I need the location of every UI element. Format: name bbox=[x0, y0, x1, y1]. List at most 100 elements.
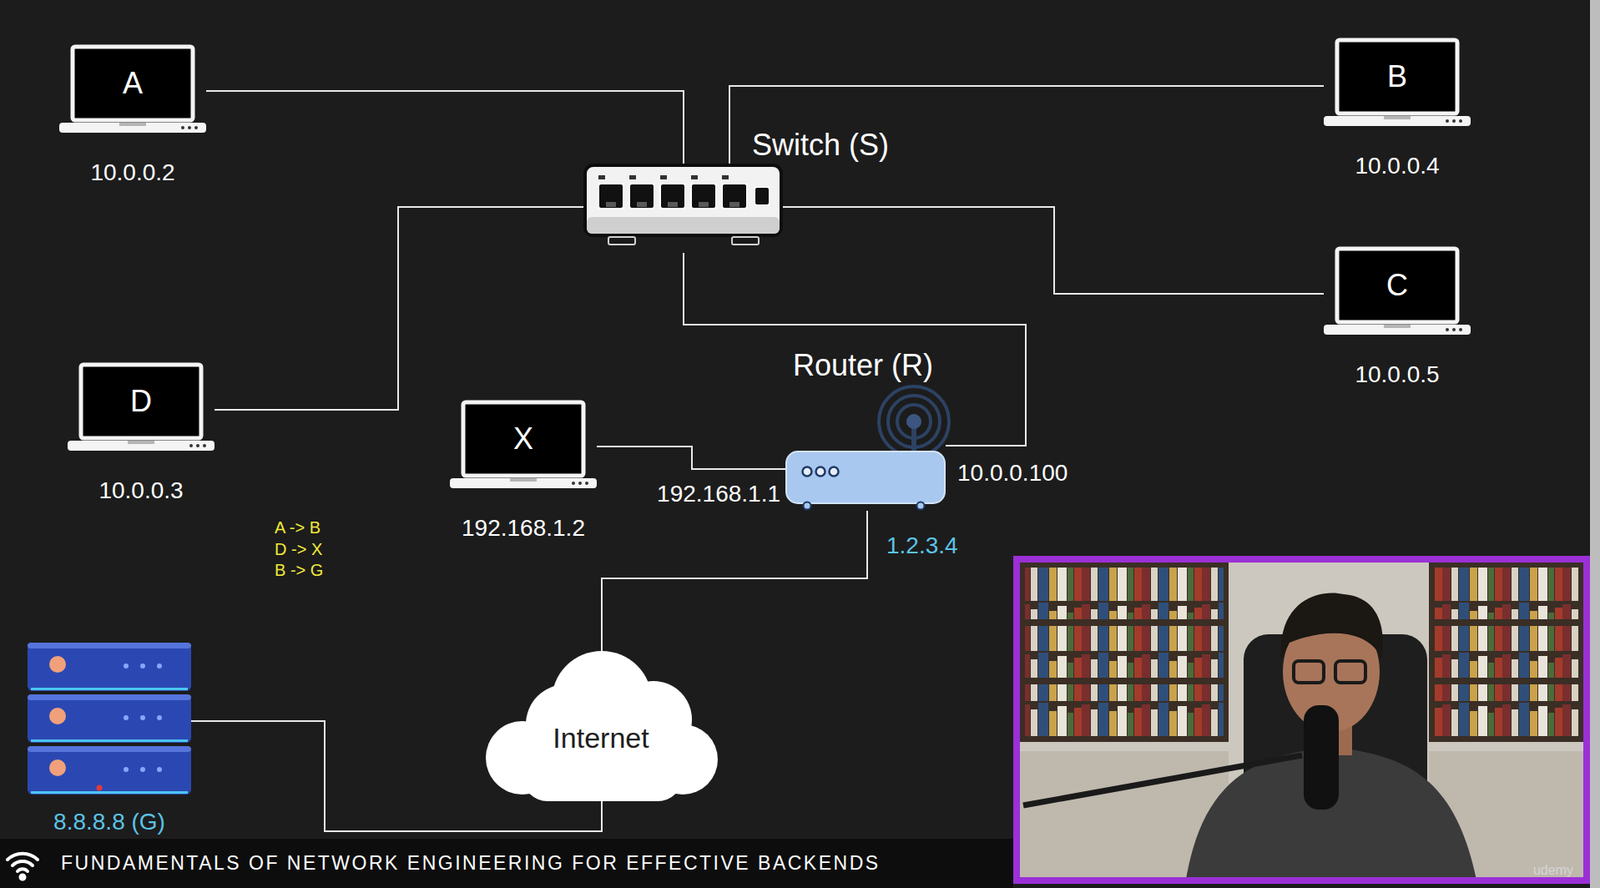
server-node: 8.8.8.8 (G) bbox=[27, 642, 192, 798]
server-dot bbox=[140, 663, 146, 669]
laptop-notch bbox=[1383, 324, 1411, 329]
laptop-base bbox=[67, 440, 215, 451]
server-dot bbox=[140, 715, 146, 721]
network-cable bbox=[214, 206, 584, 410]
network-cable bbox=[729, 85, 1324, 164]
laptop-dot bbox=[187, 126, 192, 130]
router-body bbox=[786, 451, 945, 504]
laptop-dot bbox=[571, 481, 576, 485]
laptop-notch bbox=[1383, 116, 1411, 120]
device-letter: X bbox=[513, 421, 534, 456]
switch-body bbox=[585, 165, 782, 236]
laptop-screen bbox=[463, 402, 584, 476]
switch-port bbox=[629, 183, 655, 209]
flow-note: B -> G bbox=[274, 560, 324, 581]
laptop-node: D10.0.0.3 bbox=[67, 362, 215, 458]
server-unit bbox=[27, 746, 192, 795]
switch-base bbox=[586, 217, 780, 234]
port-led bbox=[598, 175, 606, 180]
laptop-dot bbox=[194, 126, 198, 130]
switch-port bbox=[660, 183, 686, 209]
device-name: Router (R) bbox=[792, 348, 934, 383]
network-cable bbox=[206, 90, 684, 164]
laptop-dot bbox=[585, 481, 589, 485]
port-led bbox=[629, 175, 636, 180]
webcam-wall bbox=[1013, 555, 1590, 884]
microphone bbox=[1303, 705, 1339, 810]
network-cable bbox=[601, 510, 868, 652]
laptop-dot bbox=[1458, 119, 1463, 123]
bookshelf bbox=[1428, 562, 1585, 742]
ip-address: 10.0.0.2 bbox=[90, 159, 175, 187]
ip-address: 192.168.1.1 bbox=[656, 480, 781, 508]
port-latch bbox=[605, 201, 616, 207]
window-edge-strip bbox=[1589, 0, 1600, 888]
laptop-dot bbox=[189, 444, 193, 448]
book-row bbox=[1024, 684, 1224, 737]
device-letter: A bbox=[122, 65, 143, 101]
ip-address: 10.0.0.5 bbox=[1354, 361, 1439, 389]
book-row bbox=[1024, 625, 1224, 678]
presenter-webcam bbox=[1013, 555, 1590, 884]
laptop-screen bbox=[1337, 40, 1458, 114]
title-banner bbox=[0, 838, 1014, 888]
server-unit bbox=[27, 694, 192, 743]
laptop-base bbox=[59, 122, 207, 133]
router-led bbox=[816, 467, 826, 477]
server-unit-top bbox=[27, 746, 192, 753]
book-row bbox=[1433, 625, 1580, 678]
network-cable bbox=[782, 206, 1324, 294]
router-foot bbox=[917, 502, 925, 510]
device-letter: C bbox=[1386, 267, 1409, 303]
laptop-dot bbox=[202, 444, 207, 448]
server-unit-edge bbox=[30, 687, 188, 691]
course-banner-title: FUNDAMENTALS OF NETWORK ENGINEERING FOR … bbox=[60, 852, 881, 874]
server-light bbox=[49, 707, 66, 725]
wifi-dot bbox=[20, 875, 26, 880]
laptop-dot bbox=[1452, 119, 1456, 123]
server-ip-address: 8.8.8.8 (G) bbox=[53, 808, 166, 836]
book-row bbox=[1024, 567, 1224, 620]
presenter-hair bbox=[1281, 592, 1383, 660]
switch-foot bbox=[731, 237, 759, 245]
laptop-notch bbox=[119, 122, 147, 127]
router-foot bbox=[803, 502, 812, 510]
port-latch bbox=[636, 201, 647, 207]
laptop-dot bbox=[1452, 328, 1456, 332]
ip-address: 10.0.0.100 bbox=[957, 459, 1068, 487]
laptop-dot bbox=[1458, 328, 1463, 332]
glasses bbox=[1335, 661, 1366, 683]
laptop-base bbox=[1323, 116, 1471, 127]
server-node-shape bbox=[27, 642, 192, 798]
server-unit-edge bbox=[30, 739, 188, 742]
server-unit bbox=[27, 642, 192, 692]
network-cable bbox=[683, 252, 1026, 446]
uplink-port bbox=[754, 186, 770, 206]
signal-ring bbox=[878, 386, 949, 457]
signal-ring bbox=[888, 395, 940, 448]
laptop-node: A10.0.0.2 bbox=[59, 44, 207, 140]
wifi-arc bbox=[7, 853, 38, 860]
signal-ring bbox=[897, 404, 931, 439]
flow-note: D -> X bbox=[274, 540, 323, 560]
laptop-notch bbox=[127, 440, 155, 445]
mic-arm bbox=[1023, 755, 1303, 806]
laptop-notch bbox=[509, 478, 537, 482]
public-ip-address: 1.2.3.4 bbox=[886, 532, 959, 560]
laptop-node: X192.168.1.2 bbox=[449, 399, 597, 495]
book-row bbox=[1433, 684, 1580, 737]
port-led bbox=[660, 175, 667, 180]
glasses bbox=[1293, 661, 1324, 683]
watermark: udemy bbox=[1533, 863, 1574, 879]
ip-address: 192.168.1.2 bbox=[461, 514, 586, 542]
ip-address: 10.0.0.3 bbox=[98, 477, 183, 505]
book-row bbox=[1433, 567, 1580, 620]
server-dot bbox=[156, 663, 162, 669]
router-node: Router (R)192.168.1.110.0.0.1001.2.3.4 bbox=[785, 379, 946, 511]
laptop-base bbox=[449, 478, 597, 489]
server-light bbox=[49, 759, 66, 777]
wifi-icon bbox=[7, 853, 38, 880]
switch-port bbox=[691, 183, 717, 209]
laptop-screen bbox=[80, 364, 202, 439]
